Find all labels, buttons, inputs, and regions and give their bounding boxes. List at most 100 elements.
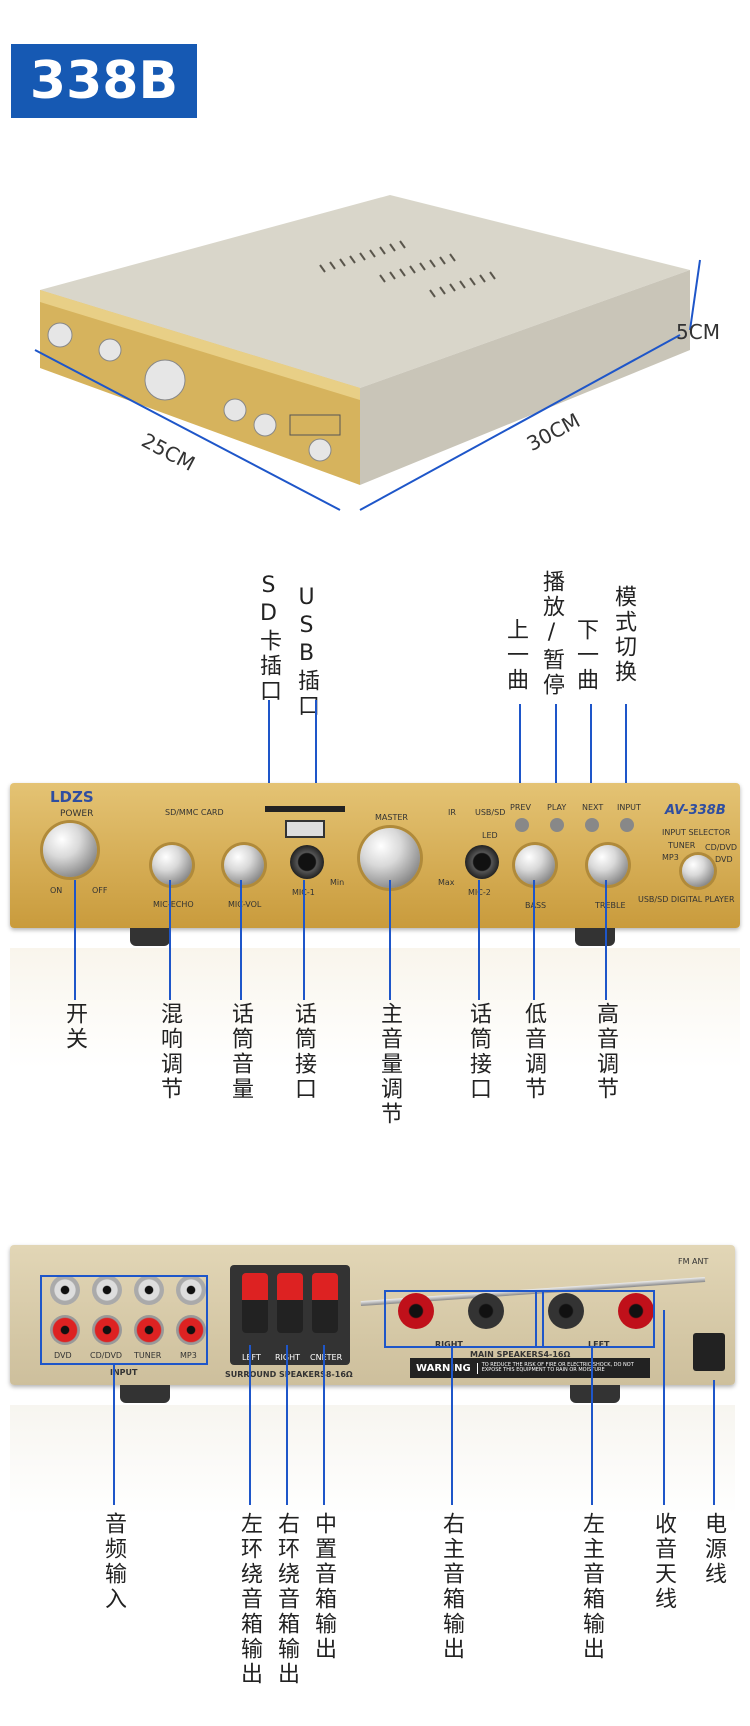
- center-label: CNETER: [310, 1353, 343, 1362]
- label-mic-vol: 话筒音量: [228, 1002, 253, 1102]
- right-main-label: RIGHT: [435, 1340, 463, 1349]
- label-echo: 混响调节: [157, 1002, 182, 1102]
- label-center: 中置音箱输出: [311, 1512, 336, 1662]
- center-clip[interactable]: [312, 1273, 338, 1333]
- input-label: INPUT: [110, 1368, 138, 1377]
- brand-logo: LDZS: [50, 788, 94, 806]
- mic-echo-label: MIC-ECHO: [153, 900, 194, 909]
- label-usb-slot: USB插口: [294, 585, 319, 719]
- label-sd-slot: SD卡插口: [256, 573, 281, 704]
- rear-feet: [570, 1385, 620, 1403]
- bass-label: BASS: [525, 901, 547, 910]
- power-label: POWER: [60, 809, 94, 819]
- product-3d-view: 25CM 30CM 5CM: [0, 150, 750, 570]
- rca-tuner-l[interactable]: [134, 1275, 164, 1305]
- player-label: USB/SD DIGITAL PLAYER: [638, 895, 735, 904]
- power-button[interactable]: [43, 823, 97, 877]
- label-right-surround: 右环绕音箱输出: [274, 1512, 299, 1687]
- usbsd-label: USB/SD: [475, 808, 506, 817]
- tuner-label: TUNER: [668, 841, 696, 850]
- cddvd-label: CD/DVD: [705, 843, 738, 852]
- sd-card-slot[interactable]: [265, 806, 345, 812]
- max-label: Max: [438, 878, 455, 887]
- led-label: LED: [482, 831, 498, 840]
- front-reflection: [10, 948, 740, 1068]
- rear-reflection: [10, 1405, 735, 1515]
- front-feet: [575, 928, 615, 946]
- master-volume-knob[interactable]: [360, 828, 420, 888]
- play-button[interactable]: [550, 818, 564, 832]
- input-highlight-box: [40, 1275, 208, 1365]
- input-button[interactable]: [620, 818, 634, 832]
- dvd-label: DVD: [715, 855, 733, 864]
- play-label: PLAY: [547, 803, 567, 812]
- input-selector-label: INPUT SELECTOR: [662, 828, 731, 837]
- usb-port[interactable]: [285, 820, 325, 838]
- power-cord-plug: [693, 1333, 725, 1371]
- next-label: NEXT: [582, 803, 604, 812]
- label-audio-in: 音频输入: [101, 1512, 126, 1612]
- tuner-label: TUNER: [134, 1351, 162, 1360]
- left-main-red-post[interactable]: [618, 1293, 654, 1329]
- main-speakers-label: MAIN SPEAKERS4-16Ω: [470, 1350, 571, 1359]
- label-master: 主音量调节: [377, 1002, 402, 1127]
- mp3-label: MP3: [180, 1351, 197, 1360]
- amplifier-3d-image: [34, 195, 701, 511]
- off-label: OFF: [92, 886, 108, 895]
- input-label: INPUT: [617, 803, 641, 812]
- mic-echo-knob[interactable]: [152, 845, 192, 885]
- rca-dvd-l[interactable]: [50, 1275, 80, 1305]
- label-mode: 模式切换: [611, 585, 636, 685]
- left-label: LEFT: [242, 1353, 261, 1362]
- rear-panel: DVD CD/DVD TUNER MP3 INPUT LEFT RIGHT CN…: [10, 1245, 735, 1385]
- warning-text: TO REDUCE THE RISK OF FIRE OR ELECTRIC S…: [481, 1361, 634, 1373]
- rca-mp3-r[interactable]: [176, 1315, 206, 1345]
- label-next: 下一曲: [573, 618, 598, 693]
- left-main-black-post[interactable]: [548, 1293, 584, 1329]
- card-slot-label: SD/MMC CARD: [165, 808, 224, 817]
- dvd-label: DVD: [54, 1351, 72, 1360]
- mic2-jack[interactable]: [465, 845, 499, 879]
- label-right-main: 右主音箱输出: [439, 1512, 464, 1662]
- prev-button[interactable]: [515, 818, 529, 832]
- model-label: AV-338B: [665, 803, 726, 818]
- warning-title: WARNING: [410, 1362, 478, 1374]
- surround-right-clip[interactable]: [277, 1273, 303, 1333]
- min-label: Min: [330, 878, 345, 887]
- front-panel: LDZS POWER ON OFF SD/MMC CARD MIC-ECHO M…: [10, 783, 740, 928]
- input-selector-knob[interactable]: [682, 855, 714, 887]
- mic-vol-knob[interactable]: [224, 845, 264, 885]
- dimension-height: 5CM: [676, 320, 720, 344]
- label-mic-jack1: 话筒接口: [291, 1002, 316, 1102]
- left-main-label: LEFT: [588, 1340, 610, 1349]
- on-label: ON: [50, 886, 63, 895]
- label-play-pause: 播放/暂停: [539, 570, 564, 698]
- bass-knob[interactable]: [515, 845, 555, 885]
- treble-knob[interactable]: [588, 845, 628, 885]
- mic1-jack[interactable]: [290, 845, 324, 879]
- surround-label: SURROUND SPEAKERS8-16Ω: [225, 1370, 353, 1379]
- warning-plate: WARNING TO REDUCE THE RISK OF FIRE OR EL…: [410, 1358, 650, 1378]
- label-mic-jack2: 话筒接口: [466, 1002, 491, 1102]
- front-feet: [130, 928, 170, 946]
- right-main-red-post[interactable]: [398, 1293, 434, 1329]
- rca-cddvd-r[interactable]: [92, 1315, 122, 1345]
- rca-cddvd-l[interactable]: [92, 1275, 122, 1305]
- label-left-surround: 左环绕音箱输出: [237, 1512, 262, 1687]
- rca-dvd-r[interactable]: [50, 1315, 80, 1345]
- right-main-highlight-box: [384, 1290, 544, 1348]
- next-button[interactable]: [585, 818, 599, 832]
- label-antenna: 收音天线: [651, 1512, 676, 1612]
- left-main-highlight-box: [535, 1290, 655, 1348]
- treble-label: TREBLE: [595, 901, 626, 910]
- label-left-main: 左主音箱输出: [579, 1512, 604, 1662]
- rca-tuner-r[interactable]: [134, 1315, 164, 1345]
- fm-ant-label: FM ANT: [678, 1257, 709, 1266]
- mp3-label: MP3: [662, 853, 679, 862]
- rca-mp3-l[interactable]: [176, 1275, 206, 1305]
- right-main-black-post[interactable]: [468, 1293, 504, 1329]
- label-treble: 高音调节: [593, 1002, 618, 1102]
- master-label: MASTER: [375, 813, 408, 822]
- surround-left-clip[interactable]: [242, 1273, 268, 1333]
- label-prev: 上一曲: [503, 618, 528, 693]
